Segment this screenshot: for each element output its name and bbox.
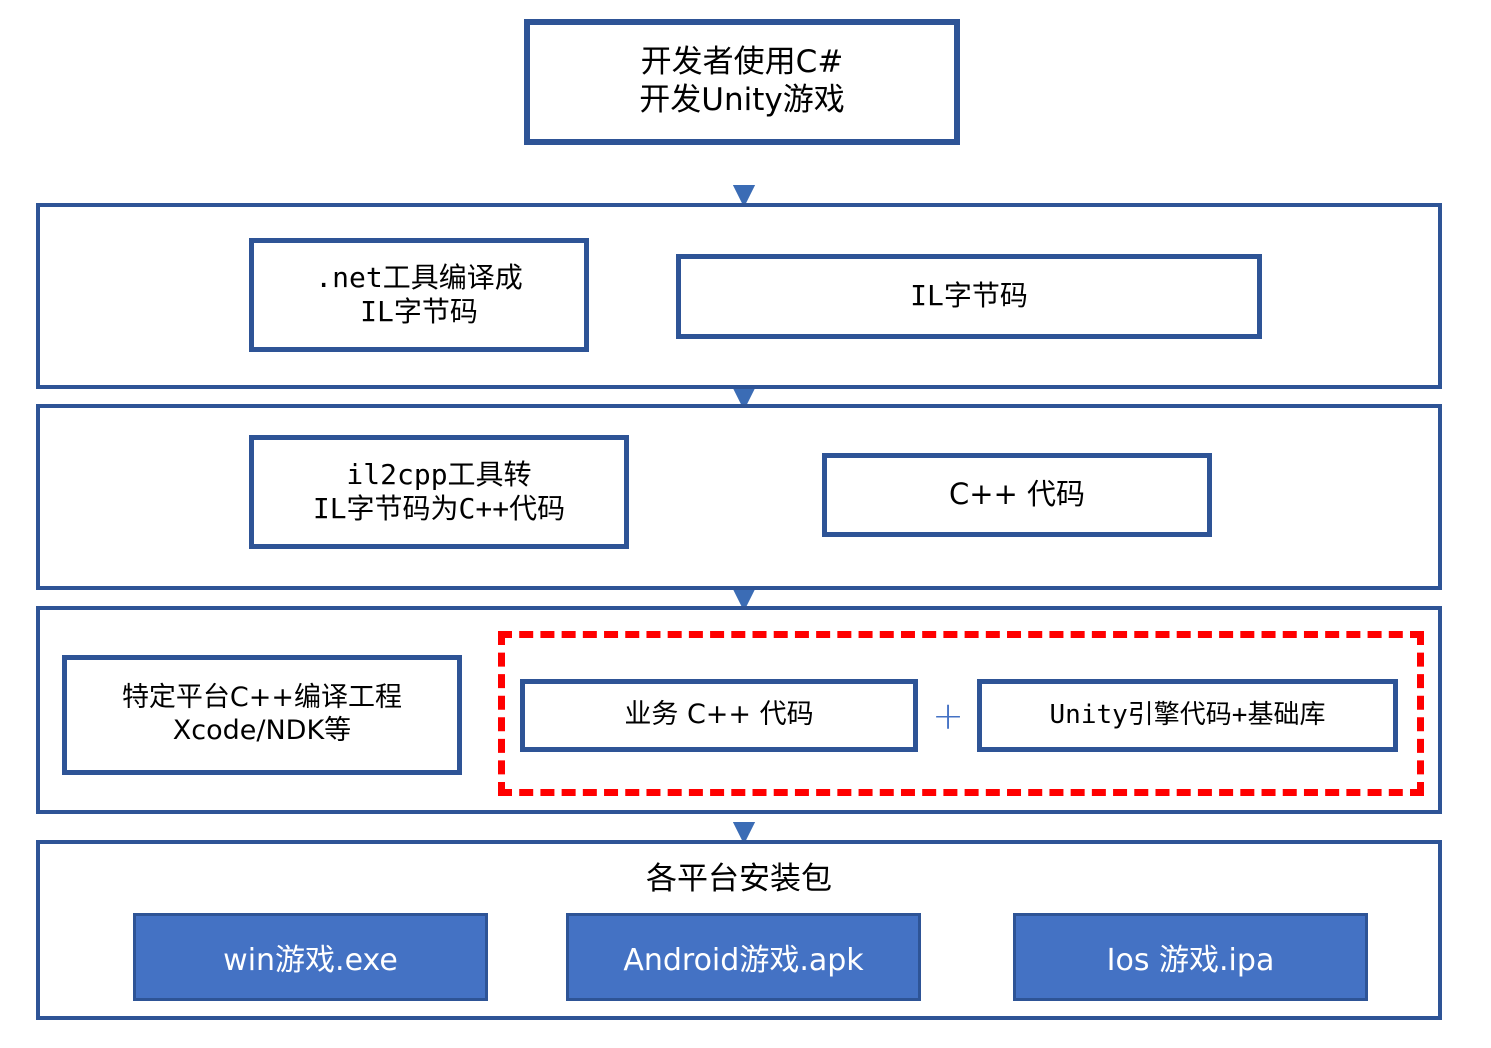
platform-toolchain-line2: Xcode/NDK等: [172, 715, 352, 746]
dotnet-compile-line1: .net工具编译成: [315, 260, 523, 294]
package-ios-label: Ios 游戏.ipa: [1106, 943, 1275, 978]
unity-engine-code-box[interactable]: Unity引擎代码+基础库: [977, 679, 1398, 752]
unity-engine-code-label: Unity引擎代码+基础库: [1049, 699, 1326, 730]
dotnet-compile-line2: IL字节码: [360, 295, 478, 328]
package-android-label: Android游戏.apk: [623, 943, 864, 978]
final-binary-highlight-region: [498, 631, 1424, 796]
developer-source-line1: 开发者使用C#: [640, 44, 844, 81]
il-bytecode-box[interactable]: IL字节码: [676, 254, 1262, 339]
package-win-label: win游戏.exe: [223, 943, 398, 978]
package-android-box[interactable]: Android游戏.apk: [566, 913, 921, 1001]
dotnet-compile-box[interactable]: .net工具编译成 IL字节码: [249, 238, 589, 352]
il2cpp-convert-box[interactable]: il2cpp工具转 IL字节码为C++代码: [249, 435, 629, 549]
il-bytecode-label: IL字节码: [910, 279, 1028, 313]
il2cpp-convert-line2: IL字节码为C++代码: [312, 492, 566, 525]
stage-cpp-container: [36, 404, 1442, 590]
package-ios-box[interactable]: Ios 游戏.ipa: [1013, 913, 1368, 1001]
platform-toolchain-box[interactable]: 特定平台C++编译工程 Xcode/NDK等: [62, 655, 462, 775]
developer-source-box[interactable]: 开发者使用C# 开发Unity游戏: [524, 19, 960, 145]
packages-heading: 各平台安装包: [646, 861, 832, 897]
business-cpp-code-label: 业务 C++ 代码: [624, 699, 814, 731]
platform-toolchain-line1: 特定平台C++编译工程: [121, 682, 403, 714]
developer-source-line2: 开发Unity游戏: [639, 82, 845, 118]
cpp-code-box[interactable]: C++ 代码: [822, 453, 1212, 537]
package-win-box[interactable]: win游戏.exe: [133, 913, 488, 1001]
cpp-code-label: C++ 代码: [948, 477, 1086, 512]
business-cpp-code-box[interactable]: 业务 C++ 代码: [520, 679, 918, 752]
plus-operator-icon: +: [932, 694, 964, 738]
il2cpp-convert-line1: il2cpp工具转: [346, 457, 532, 491]
